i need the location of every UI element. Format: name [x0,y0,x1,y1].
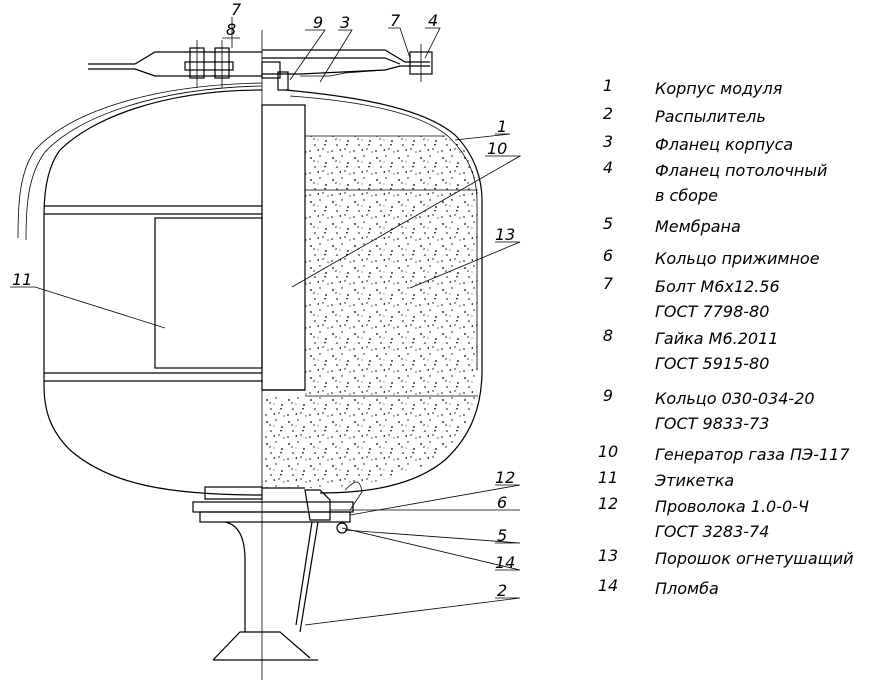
callout-1: 1 [497,117,507,136]
legend-text: Мембрана [655,217,741,236]
legend-text: Генератор газа ПЭ-117 [655,445,850,464]
ceiling-flange [88,40,262,88]
module-body-exterior [17,82,263,500]
callout-6: 6 [497,493,507,512]
legend-text: Болт М6х12.56 ГОСТ 7798-80 [655,277,780,321]
legend-num: 1 [602,76,614,95]
legend-num: 13 [597,546,619,565]
sprayer [192,481,363,661]
legend-text: Пломба [655,579,719,598]
legend-num: 8 [602,326,614,345]
legend-text: Гайка М6.2011 ГОСТ 5915-80 [655,329,779,373]
legend-num: 10 [597,442,619,461]
housing-flange [261,44,433,91]
callout-5: 5 [497,526,507,545]
legend-num: 9 [602,386,614,405]
callout-11: 11 [12,270,32,289]
legend-num: 2 [602,104,614,123]
legend-num: 5 [602,214,614,233]
legend-text: Фланец корпуса [655,135,794,154]
callout-8: 8 [226,20,236,39]
legend-num: 12 [597,494,619,513]
callout-3: 3 [340,13,350,32]
callout-12: 12 [495,468,515,487]
legend-num: 11 [597,468,619,487]
legend-text: Проволока 1.0-0-Ч ГОСТ 3283-74 [655,497,809,541]
module-body-section [261,89,483,494]
callout-7-left: 7 [231,0,242,19]
callout-numbers: 7 8 9 3 7 4 1 10 13 11 12 6 5 14 2 [12,0,515,600]
leader-lines [10,17,522,626]
gas-generator [261,104,306,391]
legend-text: Корпус модуля [655,79,783,98]
label-plate [154,217,263,369]
legend-text: Порошок огнетушащий [655,549,854,568]
legend-num: 4 [602,158,614,177]
callout-7-right: 7 [390,11,401,30]
callout-10: 10 [487,139,507,158]
callout-14: 14 [495,553,515,572]
callout-4: 4 [428,11,438,30]
legend-text: Этикетка [655,471,735,490]
legend-num: 7 [602,274,614,293]
callout-9: 9 [313,13,323,32]
legend-num: 6 [602,246,614,265]
legend-text: Фланец потолочный в сборе [655,161,828,205]
callout-2: 2 [497,581,507,600]
legend-text: Распылитель [655,107,766,126]
callout-13: 13 [495,225,515,244]
legend-text: Кольцо прижимное [655,249,820,268]
legend-num: 14 [597,576,619,595]
legend-num: 3 [602,132,614,151]
legend-text: Кольцо 030-034-20 ГОСТ 9833-73 [655,389,815,433]
